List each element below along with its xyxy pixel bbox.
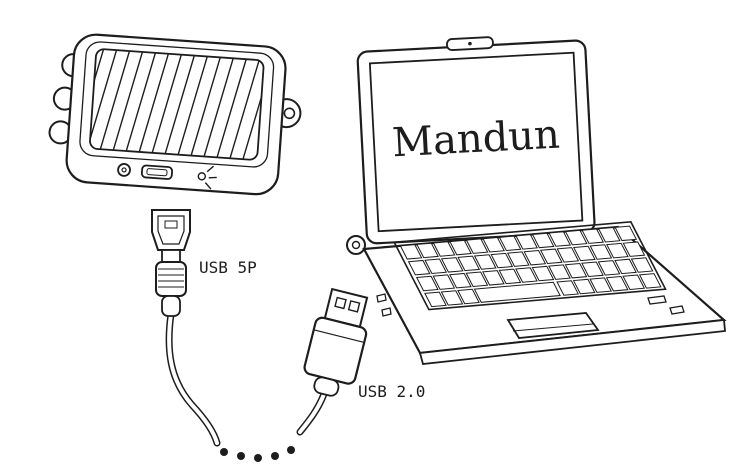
mini-usb-cable [165,310,221,447]
usb-a-taper [313,376,340,397]
led-indicator [197,165,217,190]
usb-5p-label: USB 5P [199,258,257,277]
charger-body [65,33,287,196]
solar-panel [89,48,265,161]
base-front-edge [418,319,726,365]
laptop-lid: Mandun [356,36,596,245]
mini-plug-taper [161,295,181,317]
usb-a-2.0-plug [303,287,369,397]
usb-20-label: USB 2.0 [358,382,425,401]
usb-a-cable [296,390,328,436]
charger-ports [117,163,217,190]
laptop-brand: Mandun [391,112,561,167]
solar-charger [48,33,302,196]
base-detail-marks [376,293,685,317]
spacebar-key [474,282,560,302]
mini-usb-port [140,164,173,180]
usb-a-body [303,316,368,385]
screen [368,51,584,233]
solar-panel-cells [89,48,265,161]
laptop-keyboard [394,222,750,310]
charger-body-trim [79,41,275,168]
mini-plug-body [155,261,187,297]
power-button [117,163,131,177]
clip-hole [283,107,296,120]
cable-dots [220,446,295,462]
hinge [346,235,366,255]
laptop-touchpad [506,312,600,339]
laptop: Mandun [346,36,750,365]
strain-relief-ridges [158,268,184,288]
mini-usb-5p-plug [151,209,191,317]
webcam-dot [468,41,472,46]
mini-plug-neck [161,249,181,263]
